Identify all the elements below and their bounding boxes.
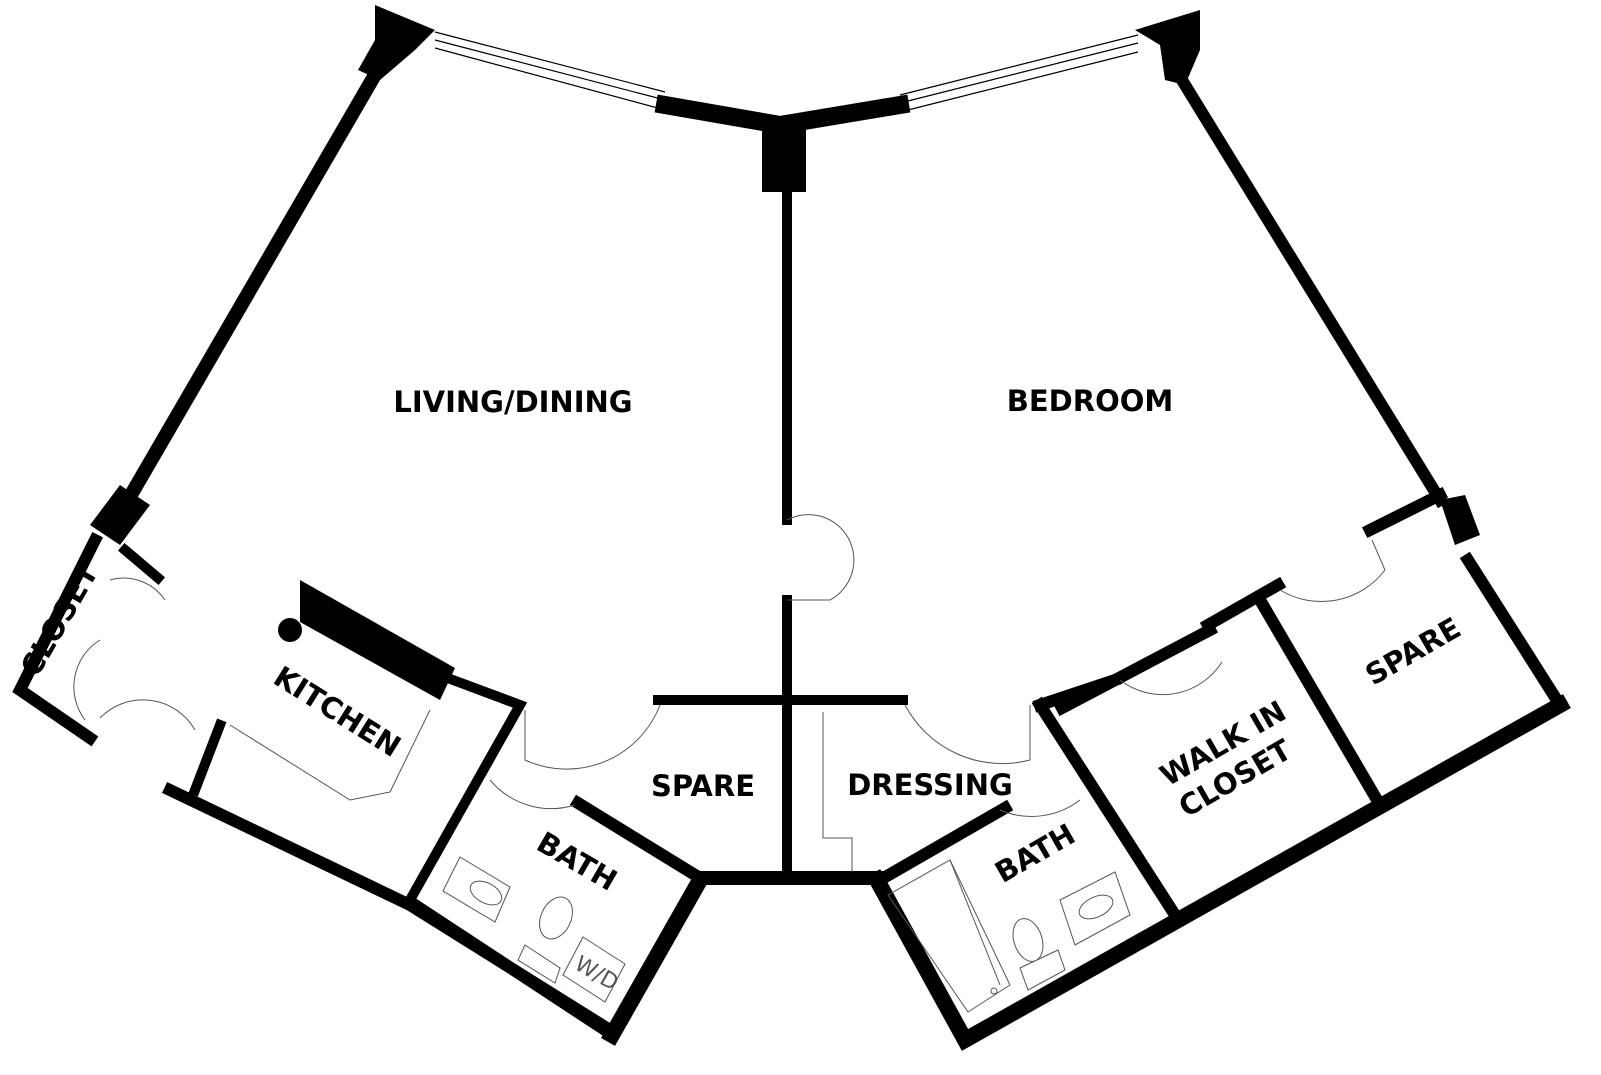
corner-block-right (1135, 10, 1200, 85)
door-swings (73, 514, 1386, 817)
washer-dryer-label: W/D (570, 952, 622, 997)
sink-icon (1059, 871, 1131, 946)
wall-block (1440, 495, 1480, 545)
spare-left-label: SPARE (651, 769, 755, 803)
kitchen-label: KITCHEN (268, 659, 407, 763)
sink-icon (469, 880, 503, 906)
counter-end (278, 618, 302, 642)
kitchen-counter (300, 580, 455, 700)
living-dining-label: LIVING/DINING (393, 385, 632, 419)
wall-block (90, 485, 150, 545)
dressing-label: DRESSING (847, 768, 1013, 802)
corner-block-left (358, 5, 435, 80)
bedroom-label: BEDROOM (1007, 384, 1173, 418)
closet-label: CLOSET (14, 558, 105, 682)
spare-right-label: SPARE (1359, 611, 1466, 692)
exterior-walls (12, 5, 1571, 1051)
bath-left-label: BATH (531, 825, 623, 898)
windows (434, 31, 1139, 113)
bath-fixtures-right (887, 859, 1131, 1013)
bath-right-label: BATH (989, 817, 1081, 890)
toilet-icon (539, 896, 573, 940)
interior-walls (117, 187, 1449, 924)
central-column (762, 120, 806, 192)
